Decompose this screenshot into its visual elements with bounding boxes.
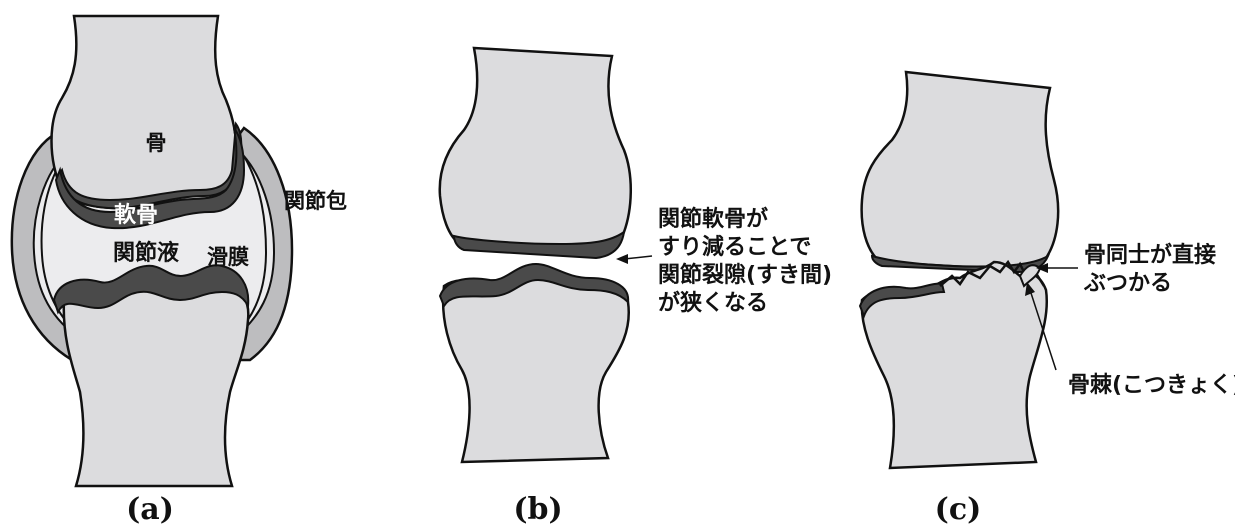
gap-arrow-head <box>616 254 628 264</box>
note-b-line-4: が狭くなる <box>658 290 768 316</box>
panel-b: 関節軟骨が すり減ることで 関節裂隙(すき間) が狭くなる (b) <box>440 48 832 527</box>
label-osteophyte: 骨棘(こつきょく) <box>1068 373 1235 398</box>
note-b-line-3: 関節裂隙(すき間) <box>658 262 832 288</box>
panel-c: 骨同士が直接 ぶつかる 骨棘(こつきょく) (c) <box>860 72 1235 527</box>
upper-bone-c <box>862 72 1059 270</box>
label-bone: 骨 <box>146 131 167 155</box>
label-synovium: 滑膜 <box>207 245 249 269</box>
note-b-line-2: すり減ることで <box>658 235 811 260</box>
panel-a: 骨 軟骨 関節液 滑膜 関節包 (a) <box>12 16 347 527</box>
contact-line-1: 骨同士が直接 <box>1084 242 1216 268</box>
label-joint-capsule: 関節包 <box>284 189 347 213</box>
label-cartilage: 軟骨 <box>114 202 158 228</box>
caption-c: (c) <box>935 492 982 527</box>
caption-b: (b) <box>513 492 562 527</box>
contact-line-2: ぶつかる <box>1083 271 1172 296</box>
upper-bone-b <box>440 48 631 252</box>
caption-a: (a) <box>126 492 174 527</box>
gap-arrow-line <box>624 256 652 259</box>
upper-bone <box>52 16 237 208</box>
note-b-line-1: 関節軟骨が <box>658 206 768 232</box>
label-synovial-fluid: 関節液 <box>113 240 179 266</box>
